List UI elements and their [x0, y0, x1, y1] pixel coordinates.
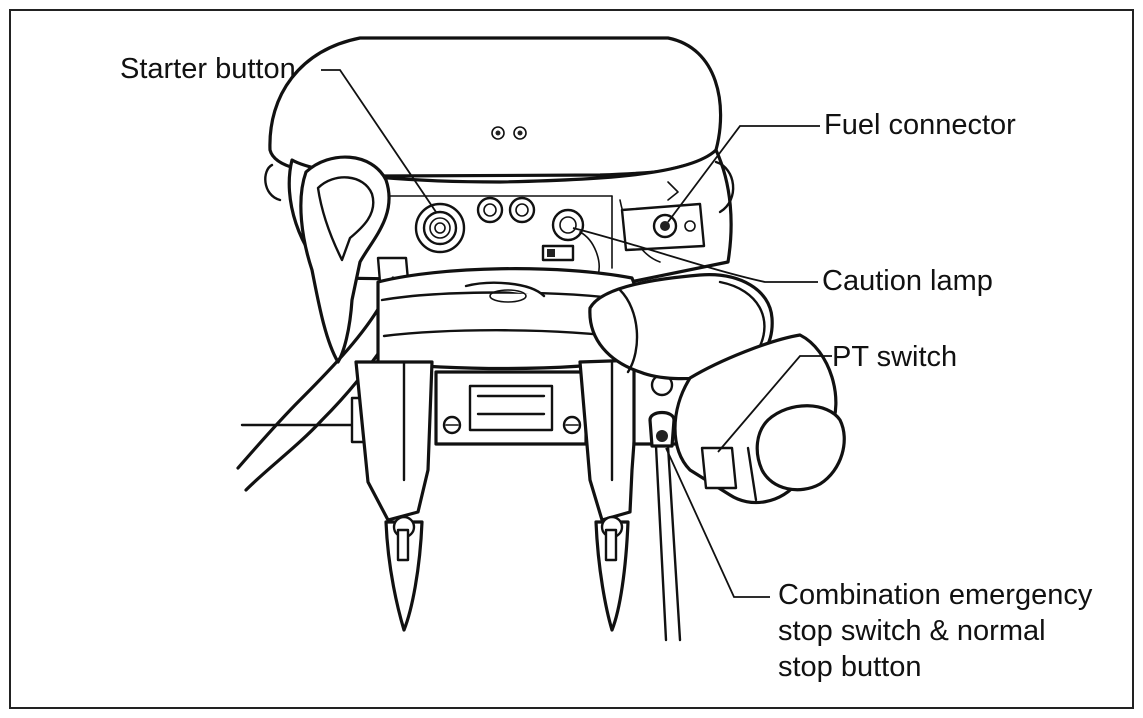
starter-button-label: Starter button — [120, 53, 296, 85]
starter-button-leader — [321, 69, 437, 213]
left-clamp-leg — [354, 360, 434, 632]
combination-stop-label-line3: stop button — [778, 651, 922, 683]
fuel-connector-leader — [667, 125, 820, 223]
combination-stop-label-line1: Combination emergency — [778, 579, 1093, 611]
caution-lamp-label: Caution lamp — [822, 265, 993, 297]
panel-fittings — [414, 196, 706, 276]
pt-switch-leader — [717, 355, 832, 453]
pt-switch-label: PT switch — [832, 341, 958, 373]
tiller-arm — [588, 273, 846, 505]
left-handle — [299, 155, 410, 364]
leader-lines — [321, 69, 832, 598]
mount-block — [434, 370, 588, 446]
fuel-connector-label: Fuel connector — [824, 109, 1016, 141]
right-clamp-leg — [578, 358, 642, 632]
caution-lamp-leader — [572, 227, 818, 283]
combination-stop-leader — [665, 447, 770, 598]
combination-stop-label-line2: stop switch & normal — [778, 615, 1046, 647]
